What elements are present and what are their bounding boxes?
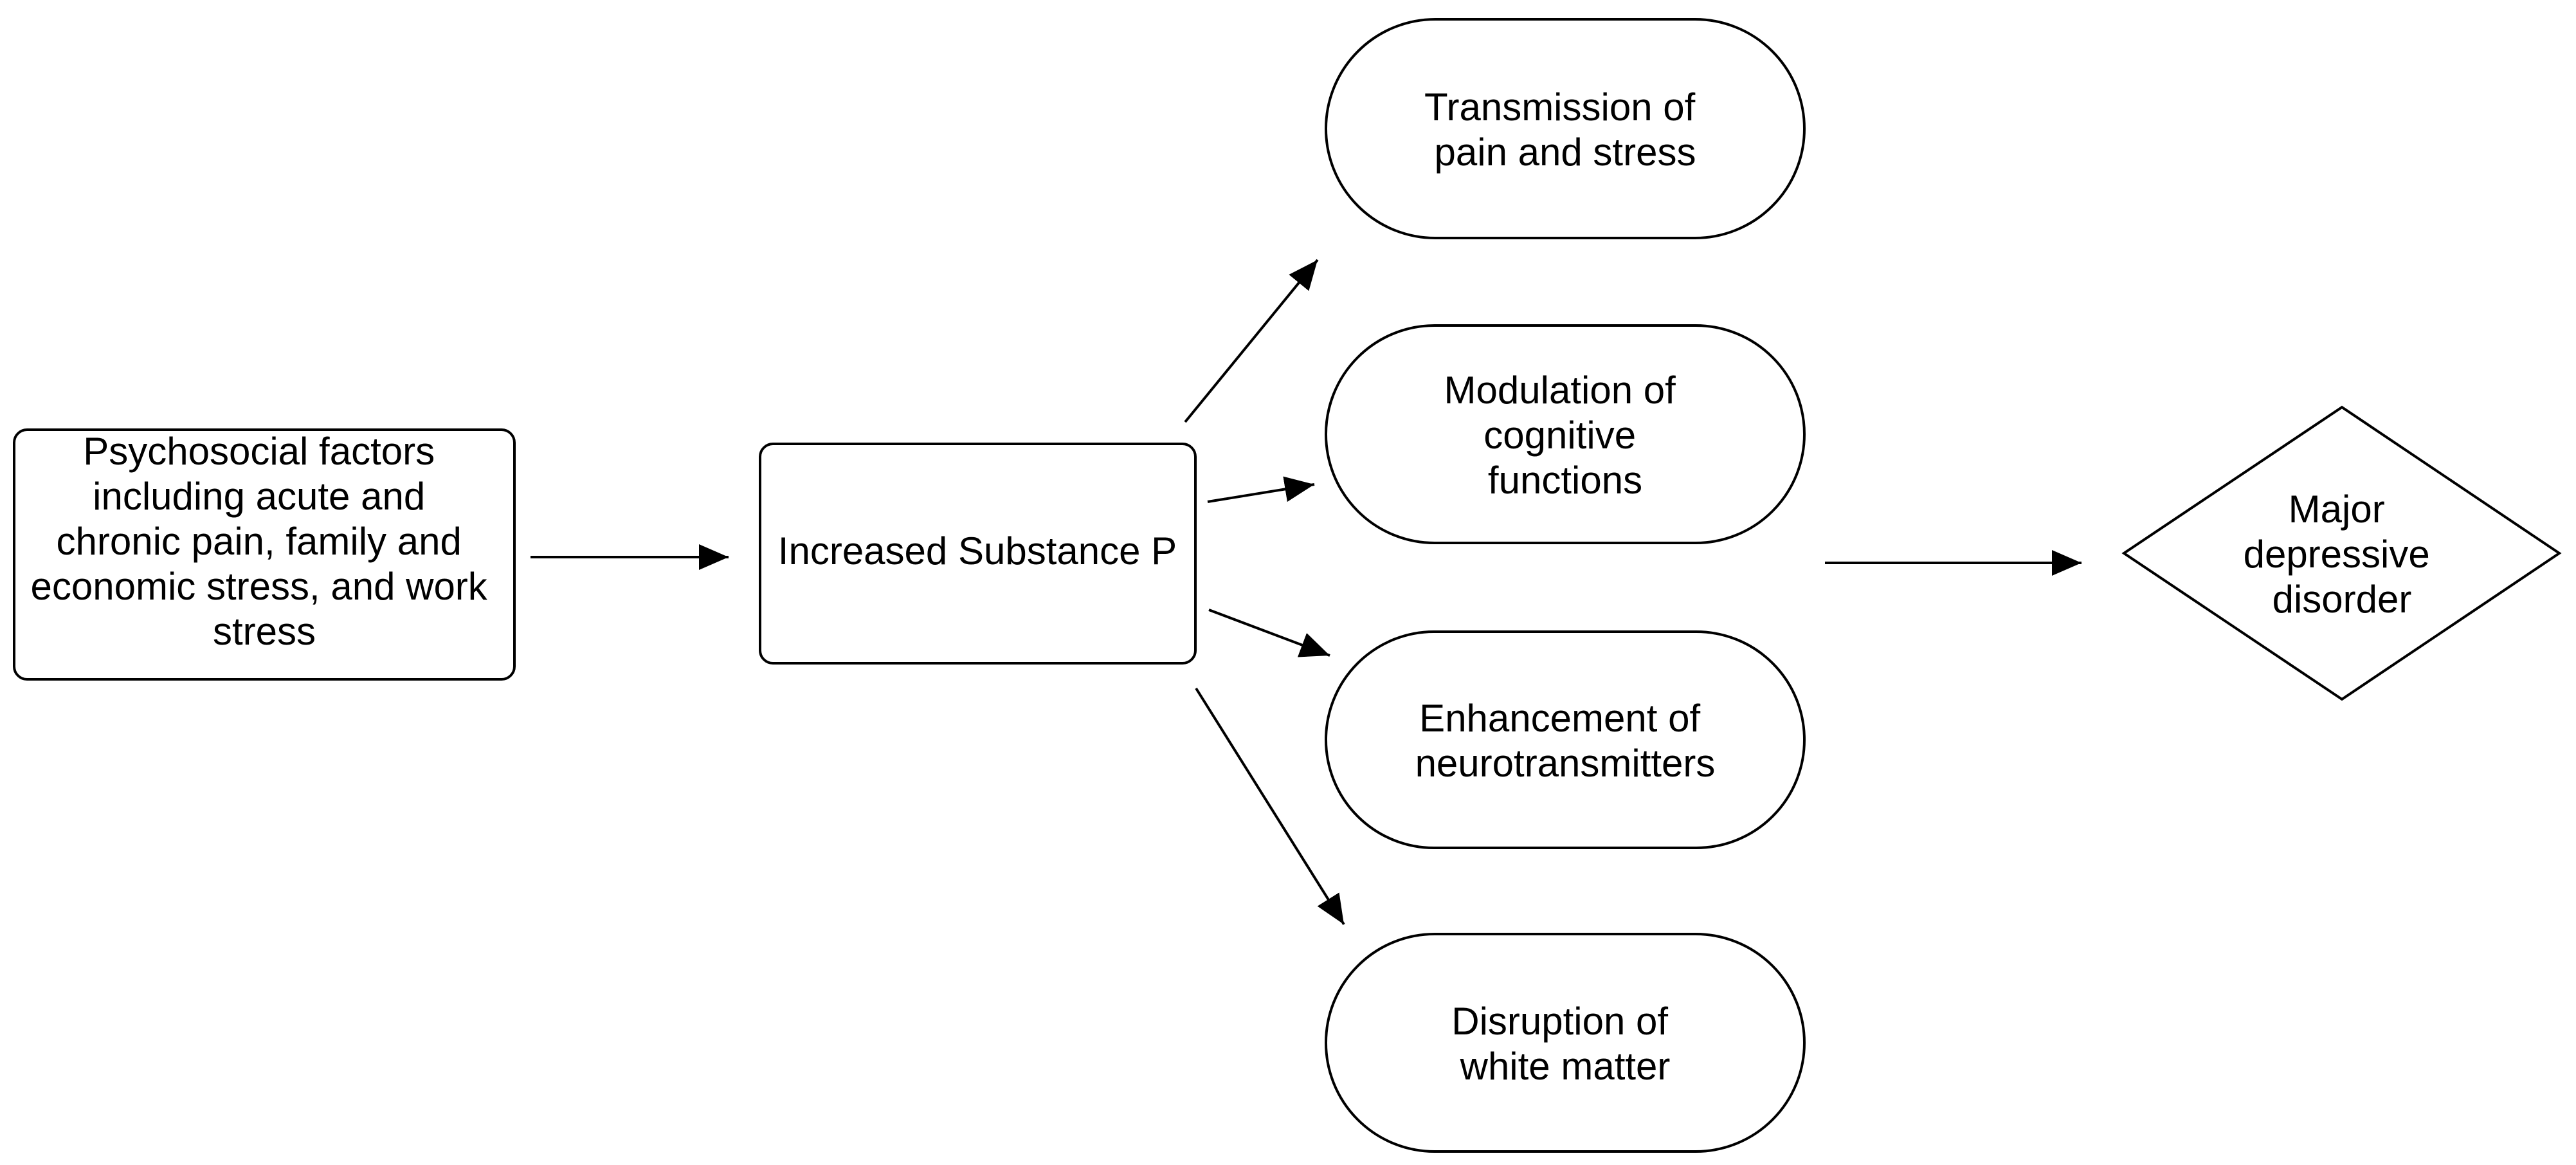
substance-p-label: Increased Substance P (778, 529, 1177, 573)
major-depressive-disorder-line: depressive (2244, 533, 2430, 576)
substance-p-line: Increased Substance P (778, 529, 1177, 573)
enhancement-label: Enhancement of neurotransmitters (1415, 697, 1716, 785)
substance-p-node: Increased Substance P (759, 443, 1197, 665)
disruption-line: Disruption of (1451, 1000, 1668, 1043)
transmission-label: Transmission of pain and stress (1424, 86, 1706, 174)
major-depressive-disorder-line: Major (2289, 488, 2385, 531)
substance-p-box (759, 443, 1197, 665)
modulation-label: Modulation of cognitive functions (1444, 369, 1687, 502)
psychosocial-factors-box (13, 428, 516, 681)
arrow-substance-p-to-enhancement (1208, 609, 1330, 657)
psychosocial-factors-node: Psychosocial factors including acute and… (13, 428, 516, 681)
disruption-line: white matter (1460, 1045, 1671, 1088)
transmission-node: Transmission of pain and stress (1325, 18, 1806, 239)
major-depressive-disorder-diamond (2121, 405, 2562, 701)
arrow-substance-p-to-transmission (1184, 259, 1319, 423)
modulation-node: Modulation of cognitive functions (1325, 324, 1806, 544)
transmission-line: Transmission of (1424, 86, 1696, 129)
major-depressive-disorder-line: disorder (2272, 578, 2412, 621)
disruption-stadium (1325, 933, 1806, 1153)
enhancement-stadium (1325, 630, 1806, 849)
psychosocial-factors-label: Psychosocial factors including acute and… (31, 430, 498, 653)
arrow-substance-p-to-modulation (1207, 476, 1315, 503)
major-depressive-disorder-node: Major depressive disorder (2121, 405, 2562, 701)
transmission-stadium (1325, 18, 1806, 239)
enhancement-line: Enhancement of (1419, 697, 1700, 740)
modulation-line: functions (1488, 459, 1642, 502)
psychosocial-factors-line: including acute and (93, 475, 425, 518)
transmission-line: pain and stress (1435, 131, 1696, 174)
modulation-line: cognitive (1483, 414, 1636, 457)
disruption-label: Disruption of white matter (1451, 1000, 1679, 1088)
modulation-stadium (1325, 324, 1806, 544)
major-depressive-disorder-label: Major depressive disorder (2244, 488, 2441, 621)
psychosocial-factors-line: stress (213, 610, 316, 653)
modulation-line: Modulation of (1444, 369, 1676, 412)
psychosocial-factors-line: chronic pain, family and (57, 520, 462, 563)
arrow-substance-p-to-disruption (1195, 687, 1345, 926)
enhancement-line: neurotransmitters (1415, 742, 1716, 785)
enhancement-node: Enhancement of neurotransmitters (1325, 630, 1806, 849)
psychosocial-factors-line: Psychosocial factors (83, 430, 435, 473)
disruption-node: Disruption of white matter (1325, 933, 1806, 1153)
psychosocial-factors-line: economic stress, and work (31, 565, 488, 608)
